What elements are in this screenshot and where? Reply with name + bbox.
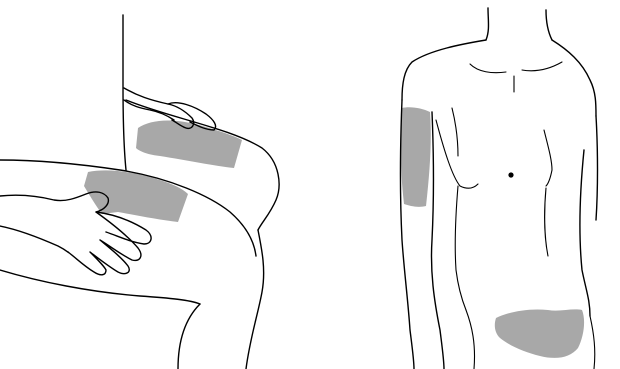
right-shoulder [552, 40, 596, 116]
neck-left [486, 8, 489, 40]
right-clavicle [522, 62, 562, 71]
navel-dot-icon [508, 172, 513, 177]
left-pec [436, 120, 478, 188]
right-hip [590, 316, 595, 369]
right-arm-outer [596, 116, 598, 220]
right-pec [544, 130, 552, 186]
right-side [580, 150, 590, 316]
neck-right [546, 10, 552, 40]
left-panel [0, 15, 279, 369]
left-arm-inner [431, 112, 444, 369]
abdomen-site [495, 309, 584, 358]
abdomen-left [455, 186, 466, 310]
left-clavicle [470, 64, 506, 73]
left-hip [466, 310, 475, 369]
back-contour [123, 15, 126, 170]
upper-buttock-site [136, 121, 242, 168]
left-shoulder [402, 40, 486, 100]
abdomen-line [545, 188, 548, 256]
upper-arm-site [401, 107, 431, 207]
lower-leg-contour [178, 304, 200, 369]
right-panel [401, 8, 598, 369]
left-pec-top [452, 108, 458, 156]
lower-wrist [0, 226, 69, 253]
